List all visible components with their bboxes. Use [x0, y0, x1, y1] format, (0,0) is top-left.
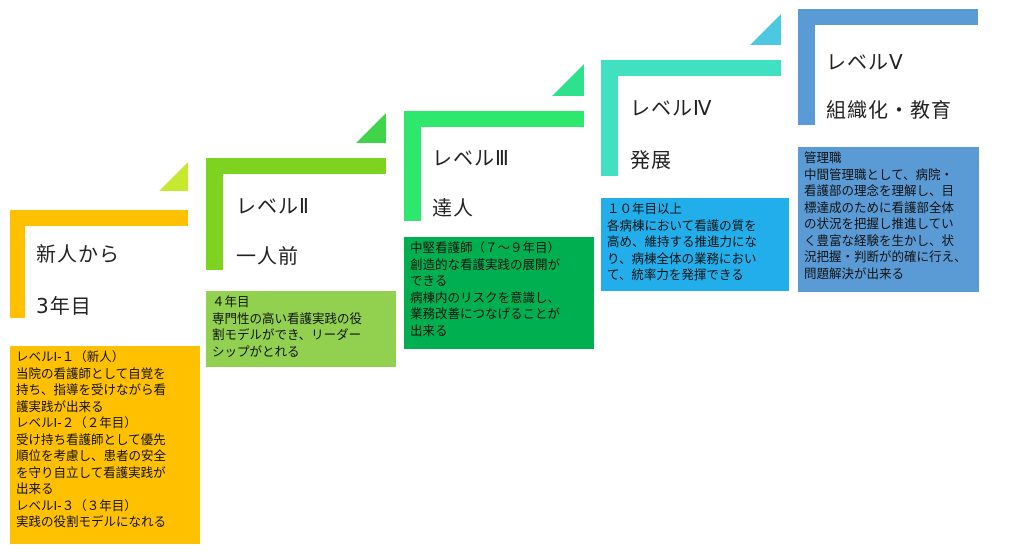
level-3-desc-line: 業務改善につなげることが [410, 306, 561, 321]
level-4-subtitle: 発展 [630, 148, 672, 172]
level-3-side-bar [404, 111, 421, 221]
level-1-desc-line: 受け持ち看護師として優先 [16, 431, 166, 447]
level-4-desc-line: て、統率力を発揮できる [607, 267, 744, 282]
level-1-desc-line: 出来る [16, 481, 54, 496]
level-5-title: レベルⅤ [826, 50, 904, 74]
level-1-desc-line: 護実践が出来る [16, 398, 104, 414]
level-3-description: 中堅看護師（７～９年目） 創造的な看護実践の展開が できる 病棟内のリスクを意識… [404, 237, 594, 349]
level-4-desc-line: １０年目以上 [607, 201, 683, 216]
level-3-desc-line: 出来る [410, 322, 448, 338]
level-1-description: レベルⅠ-１（新人） 当院の看護師として自覚を 持ち、指導を受けながら看 護実践… [10, 346, 200, 544]
level-4-top-bar [601, 60, 781, 76]
level-5-desc-line: の状況を把握し推進してい [804, 216, 954, 231]
level-1-side-bar [10, 210, 25, 318]
level-3-desc-line: できる [410, 273, 448, 288]
level-3-title: レベルⅢ [432, 146, 510, 170]
level-3-desc-line: 創造的な看護実践の展開が [410, 256, 561, 272]
level-2-arrow-corner [356, 113, 386, 143]
level-3-desc-line: 中堅看護師（７～９年目） [410, 240, 561, 255]
level-1-subtitle: 3年目 [36, 294, 92, 318]
level-5-desc-line: 中間管理職として、病院・ [804, 166, 954, 182]
level-1-desc-line: 実践の役割モデルになれる [16, 514, 167, 529]
level-5-desc-line: 看護部の理念を理解し、目 [804, 183, 955, 198]
level-5-side-bar [798, 9, 815, 125]
level-4-description: １０年目以上 各病棟において看護の質を 高め、維持する推進力にな り、病棟全体の… [601, 198, 789, 291]
level-2-description: ４年目 専門性の高い看護実践の役 割モデルができ、リーダー シップがとれる [206, 291, 396, 367]
level-1-desc-line: レベルⅠ-２（２年目） [16, 415, 137, 430]
level-1-desc-line: レベルⅠ-３（３年目） [16, 497, 137, 513]
level-5-top-bar [798, 9, 978, 25]
level-3-desc-line: 病棟内のリスクを意識し、 [410, 289, 561, 305]
level-3-top-bar [404, 111, 584, 127]
level-5-desc-line: 況把握・判断が的確に行え、 [804, 249, 967, 264]
level-1-desc-line: 持ち、指導を受けながら看 [16, 382, 167, 397]
level-1-desc-line: を守り自立して看護実践が [16, 464, 166, 480]
level-1-desc-line: 当院の看護師として自覚を [16, 365, 166, 381]
level-1-desc-line: レベルⅠ-１（新人） [16, 349, 125, 364]
level-1-top-bar [10, 210, 188, 226]
level-4-desc-line: 各病棟において看護の質を [607, 217, 757, 233]
level-1-arrow-corner [159, 162, 188, 191]
level-2-title: レベルⅡ [236, 194, 310, 218]
level-2-subtitle: 一人前 [236, 244, 299, 268]
level-1-title: 新人から [36, 242, 120, 266]
level-5-desc-line: 問題解決が出来る [804, 265, 905, 281]
level-2-desc-line: シップがとれる [212, 343, 300, 359]
level-4-desc-line: 高め、維持する推進力にな [607, 234, 758, 249]
level-5-desc-line: く豊富な経験を生かし、状 [804, 232, 955, 248]
level-5-subtitle: 組織化・教育 [826, 98, 952, 122]
level-4-title: レベルⅣ [630, 96, 713, 120]
level-2-side-bar [206, 158, 223, 270]
level-4-desc-line: り、病棟全体の業務におい [607, 250, 757, 266]
level-2-desc-line: 専門性の高い看護実践の役 [212, 310, 363, 326]
level-4-side-bar [601, 60, 618, 176]
level-2-desc-line: 割モデルができ、リーダー [212, 327, 362, 342]
level-4-arrow-corner [750, 14, 781, 45]
level-3-arrow-corner [552, 64, 584, 96]
level-2-top-bar [206, 158, 386, 174]
level-5-description: 管理職 中間管理職として、病院・ 看護部の理念を理解し、目 標達成のために看護部… [798, 147, 979, 292]
level-1-desc-line: 順位を考慮し、患者の安全 [16, 448, 167, 463]
level-2-desc-line: ４年目 [212, 294, 250, 309]
level-5-desc-line: 管理職 [804, 150, 842, 165]
level-5-desc-line: 標達成のために看護部全体 [804, 199, 955, 215]
level-3-subtitle: 達人 [432, 196, 474, 220]
